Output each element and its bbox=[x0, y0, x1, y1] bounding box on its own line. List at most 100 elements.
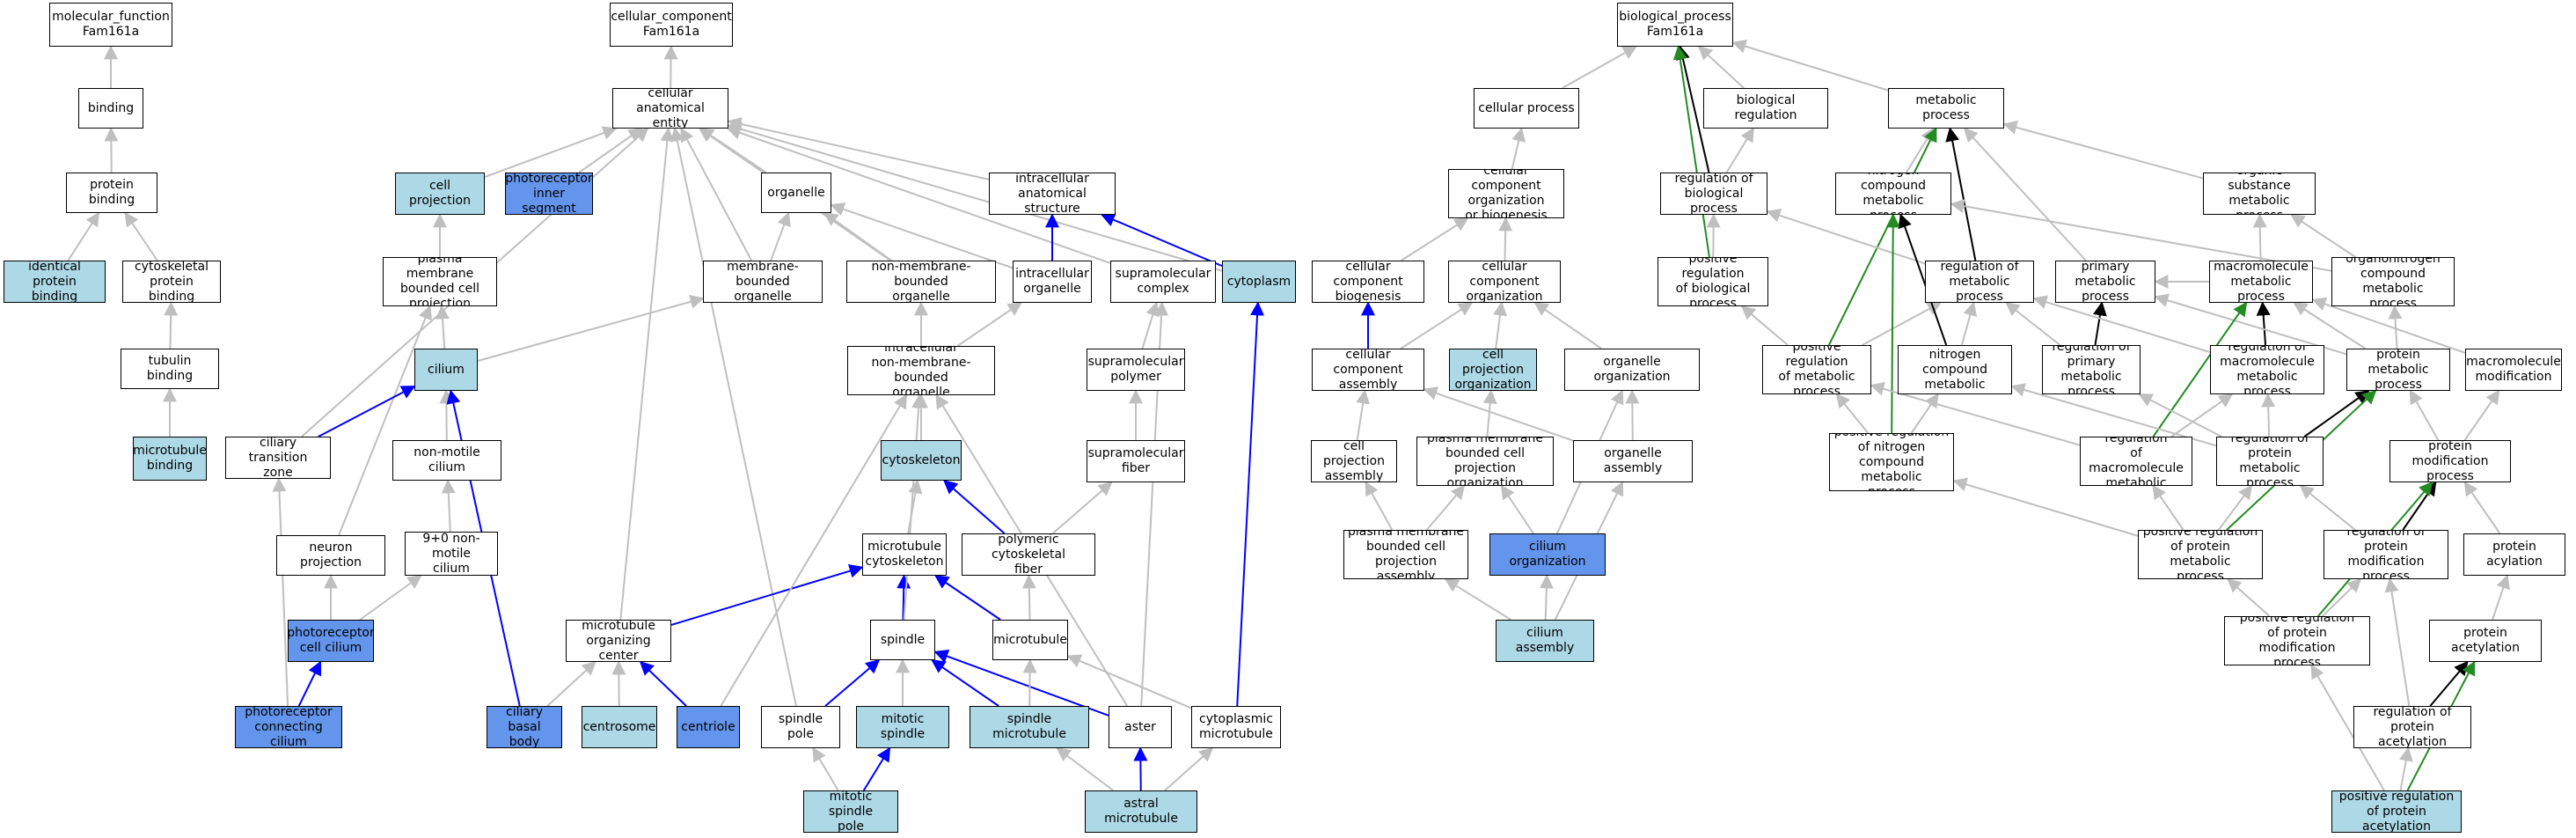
node-regulation-of-primary-metabolic-process[interactable]: regulation of primary metabolic process bbox=[2042, 345, 2141, 394]
edge-polymeric_cytoskeletal_fiber-to-cytoskeleton bbox=[943, 479, 1006, 534]
node-spindle[interactable]: spindle bbox=[870, 620, 935, 660]
node-organic-substance-metabolic-process[interactable]: organic substance metabolic process bbox=[2203, 173, 2316, 215]
node-plasma-membrane-bounded-cell-projection-organization[interactable]: plasma membrane bounded cell projection … bbox=[1416, 437, 1554, 486]
node-positive-regulation-of-protein-acetylation[interactable]: positive regulation of protein acetylati… bbox=[2331, 790, 2462, 833]
node-intracellular-non-membrane-bounded-organelle[interactable]: intracellular non-membrane-bounded organ… bbox=[847, 346, 995, 395]
node-plasma-membrane-bounded-cell-projection-assembly[interactable]: plasma membrane bounded cell projection … bbox=[1343, 530, 1468, 579]
node-cilium-organization[interactable]: cilium organization bbox=[1489, 533, 1606, 576]
node-metabolic-process[interactable]: metabolic process bbox=[1888, 88, 2004, 129]
edge-pos_reg_ncmp-to-nitrogen_compound_metabolic_process bbox=[1885, 213, 1900, 434]
node-ciliary-transition-zone[interactable]: ciliary transition zone bbox=[225, 437, 331, 479]
node-cytoskeleton[interactable]: cytoskeleton bbox=[881, 440, 962, 481]
node-regulation-of-protein-modification-process[interactable]: regulation of protein modification proce… bbox=[2324, 530, 2448, 579]
node-cell-projection[interactable]: cell projection bbox=[395, 173, 485, 215]
node-organelle-organization[interactable]: organelle organization bbox=[1564, 349, 1700, 391]
node-cell-projection-organization[interactable]: cell projection organization bbox=[1449, 349, 1537, 391]
node-9-0-non-motile-cilium[interactable]: 9+0 non-motile cilium bbox=[405, 532, 498, 576]
edge-reg_protein_modification_process-to-reg_protein_metabolic_process bbox=[2299, 484, 2356, 531]
node-membrane-bounded-organelle[interactable]: membrane-bounded organelle bbox=[703, 261, 823, 303]
node-photoreceptor-connecting-cilium[interactable]: photoreceptor connecting cilium bbox=[235, 706, 342, 748]
edge-microtubule_organizing_center-to-microtubule_cytoskeleton bbox=[670, 563, 864, 626]
node-positive-regulation-of-biological-process[interactable]: positive regulation of biological proces… bbox=[1658, 257, 1768, 306]
edge-cellular_process-to-bp_fam161a bbox=[1562, 46, 1637, 89]
node-ciliary-basal-body[interactable]: ciliary basal body bbox=[487, 706, 562, 748]
node-organelle-assembly[interactable]: organelle assembly bbox=[1573, 440, 1693, 482]
node-microtubule-binding[interactable]: microtubule binding bbox=[133, 437, 207, 481]
node-polymeric-cytoskeletal-fiber[interactable]: polymeric cytoskeletal fiber bbox=[962, 533, 1095, 576]
node-protein-metabolic-process[interactable]: protein metabolic process bbox=[2346, 349, 2450, 391]
edge-protein_modification_process-to-protein_metabolic_process bbox=[2409, 389, 2440, 441]
node-cilium[interactable]: cilium bbox=[414, 349, 478, 391]
node-spindle-pole[interactable]: spindle pole bbox=[761, 706, 840, 748]
node-organelle[interactable]: organelle bbox=[761, 173, 831, 213]
edge-cell_projection_assembly-to-cellular_component_assembly bbox=[1356, 389, 1371, 441]
node-protein-acetylation[interactable]: protein acetylation bbox=[2429, 620, 2542, 662]
node-regulation-of-metabolic-process[interactable]: regulation of metabolic process bbox=[1925, 261, 2034, 303]
node-non-membrane-bounded-organelle[interactable]: non-membrane-bounded organelle bbox=[846, 261, 996, 303]
node-intracellular-anatomical-structure[interactable]: intracellular anatomical structure bbox=[989, 173, 1116, 215]
node-cilium-assembly[interactable]: cilium assembly bbox=[1496, 620, 1594, 662]
node-neuron-projection[interactable]: neuron projection bbox=[276, 535, 385, 576]
node-protein-acylation[interactable]: protein acylation bbox=[2463, 533, 2565, 576]
node-biological-process-root[interactable]: biological_process Fam161a bbox=[1617, 3, 1733, 47]
node-macromolecule-metabolic-process[interactable]: macromolecule metabolic process bbox=[2209, 261, 2313, 303]
node-regulation-of-nitrogen-compound-metabolic-process[interactable]: regulation of nitrogen compound metaboli… bbox=[1898, 345, 2012, 394]
node-positive-regulation-of-metabolic-process[interactable]: positive regulation of metabolic process bbox=[1762, 345, 1871, 394]
node-centriole[interactable]: centriole bbox=[677, 706, 740, 748]
node-biological-regulation[interactable]: biological regulation bbox=[1703, 88, 1828, 129]
node-spindle-microtubule[interactable]: spindle microtubule bbox=[970, 706, 1089, 748]
node-astral-microtubule[interactable]: astral microtubule bbox=[1085, 790, 1197, 833]
node-regulation-of-biological-process[interactable]: regulation of biological process bbox=[1660, 173, 1767, 215]
node-organonitrogen-compound-metabolic-process[interactable]: organonitrogen compound metabolic proces… bbox=[2331, 257, 2455, 306]
edge-centriole-to-intracellular_nmb_organelle bbox=[720, 393, 908, 707]
node-cellular-component-biogenesis[interactable]: cellular component biogenesis bbox=[1312, 261, 1424, 303]
node-mitotic-spindle-pole[interactable]: mitotic spindle pole bbox=[803, 790, 898, 833]
node-regulation-of-protein-metabolic-process[interactable]: regulation of protein metabolic process bbox=[2216, 437, 2324, 486]
node-supramolecular-fiber[interactable]: supramolecular fiber bbox=[1087, 440, 1185, 482]
edge-mitotic_spindle_pole-to-mitotic_spindle bbox=[862, 746, 891, 791]
node-tubulin-binding[interactable]: tubulin binding bbox=[121, 349, 219, 389]
node-cellular-anatomical-entity[interactable]: cellular anatomical entity bbox=[612, 88, 728, 129]
edge-pos_reg_protein_modification_process-to-pos_reg_protein_metabolic_process bbox=[2227, 577, 2271, 617]
node-cytoskeletal-protein-binding[interactable]: cytoskeletal protein binding bbox=[122, 261, 221, 303]
node-molecular-function-root[interactable]: molecular_function Fam161a bbox=[49, 3, 172, 47]
node-plasma-membrane-bounded-cell-projection[interactable]: plasma membrane bounded cell projection bbox=[383, 257, 497, 306]
node-cell-projection-assembly[interactable]: cell projection assembly bbox=[1311, 440, 1397, 482]
node-nitrogen-compound-metabolic-process[interactable]: nitrogen compound metabolic process bbox=[1835, 173, 1951, 215]
node-binding[interactable]: binding bbox=[78, 88, 143, 129]
node-intracellular-organelle[interactable]: intracellular organelle bbox=[1013, 261, 1092, 303]
node-microtubule-cytoskeleton[interactable]: microtubule cytoskeleton bbox=[862, 533, 947, 576]
edge-biological_regulation-to-bp_fam161a bbox=[1697, 45, 1745, 89]
node-cellular-component-organization[interactable]: cellular component organization bbox=[1448, 261, 1561, 303]
node-non-motile-cilium[interactable]: non-motile cilium bbox=[392, 440, 501, 481]
edge-reg_protein_acetylation-to-reg_protein_modification_process bbox=[2384, 577, 2411, 707]
node-cellular-component-organization-or-biogenesis[interactable]: cellular component organization or bioge… bbox=[1448, 169, 1564, 218]
node-protein-modification-process[interactable]: protein modification process bbox=[2389, 440, 2511, 482]
node-photoreceptor-inner-segment[interactable]: photoreceptor inner segment bbox=[505, 173, 593, 215]
node-regulation-of-macromolecule-metabolic-process[interactable]: regulation of macromolecule metabolic pr… bbox=[2210, 345, 2324, 394]
node-microtubule[interactable]: microtubule bbox=[992, 620, 1068, 660]
node-photoreceptor-cell-cilium[interactable]: photoreceptor cell cilium bbox=[288, 620, 374, 662]
node-microtubule-organizing-center[interactable]: microtubule organizing center bbox=[566, 620, 671, 662]
node-protein-binding[interactable]: protein binding bbox=[66, 173, 157, 213]
node-positive-regulation-of-protein-metabolic-process[interactable]: positive regulation of protein metabolic… bbox=[2138, 530, 2263, 579]
node-centrosome[interactable]: centrosome bbox=[582, 706, 657, 748]
edge-microtubule_organizing_center-to-cellular_anatomical_entity bbox=[619, 127, 675, 621]
node-aster[interactable]: aster bbox=[1109, 706, 1172, 748]
node-cellular-component-assembly[interactable]: cellular component assembly bbox=[1312, 349, 1424, 391]
node-mitotic-spindle[interactable]: mitotic spindle bbox=[856, 706, 949, 748]
node-macromolecule-modification[interactable]: macromolecule modification bbox=[2465, 349, 2562, 391]
node-supramolecular-polymer[interactable]: supramolecular polymer bbox=[1087, 349, 1185, 391]
node-positive-regulation-of-macromolecule-metabolic-process[interactable]: positive regulation of macromolecule met… bbox=[2080, 437, 2192, 486]
node-cytoplasm[interactable]: cytoplasm bbox=[1222, 261, 1296, 303]
node-regulation-of-protein-acetylation[interactable]: regulation of protein acetylation bbox=[2353, 706, 2471, 748]
node-cytoplasmic-microtubule[interactable]: cytoplasmic microtubule bbox=[1191, 706, 1281, 748]
node-primary-metabolic-process[interactable]: primary metabolic process bbox=[2055, 261, 2155, 303]
edge-cilium-to-membrane_bounded_organelle bbox=[477, 295, 705, 362]
node-supramolecular-complex[interactable]: supramolecular complex bbox=[1110, 261, 1216, 303]
node-cellular-component-root[interactable]: cellular_component Fam161a bbox=[610, 3, 733, 47]
node-cellular-process[interactable]: cellular process bbox=[1474, 88, 1579, 129]
node-positive-regulation-of-protein-modification-process[interactable]: positive regulation of protein modificat… bbox=[2224, 616, 2370, 665]
node-positive-regulation-of-nitrogen-compound-metabolic-process[interactable]: positive regulation of nitrogen compound… bbox=[1829, 433, 1954, 491]
node-identical-protein-binding[interactable]: identical protein binding bbox=[4, 261, 106, 303]
